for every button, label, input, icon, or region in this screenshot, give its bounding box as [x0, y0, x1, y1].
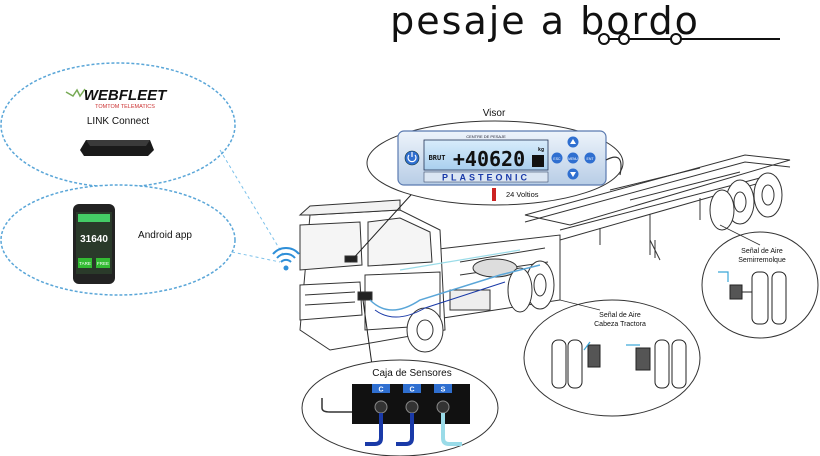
webfleet-bubble: WEBFLEET TOMTOM TELEMATICS LINK Connect	[1, 63, 235, 187]
android-app-label: Android app	[138, 230, 192, 241]
wifi-icon	[273, 248, 299, 271]
port-connector-icon	[437, 401, 449, 413]
ent-button[interactable]: ENT	[585, 153, 596, 164]
phone-weight-value: 31640	[80, 234, 108, 245]
link-connect-device-icon	[80, 140, 154, 156]
lcd-unit: kg	[538, 147, 544, 153]
port-label-2: C	[409, 387, 414, 394]
esc-button[interactable]: ESC	[552, 153, 563, 164]
logo-wheel-icon	[671, 34, 681, 44]
ent-label: ENT	[587, 157, 595, 161]
menu-label: MENU	[568, 157, 578, 161]
phone-btn-left: TARE	[79, 261, 91, 266]
port-connector-icon	[406, 401, 418, 413]
lcd-header: CENTRE DE PESAJE	[466, 134, 506, 139]
visor-device: CENTRE DE PESAJE BRUT +40620 kg PLASTEON…	[398, 131, 606, 185]
up-arrow-button[interactable]	[568, 137, 579, 148]
logo-text: pesaje a bordo	[390, 0, 700, 43]
menu-button[interactable]: MENU	[568, 153, 579, 164]
logo-wheel-icon	[599, 34, 609, 44]
power-label: 24 Voltios	[506, 190, 539, 199]
down-arrow-button[interactable]	[568, 169, 579, 180]
sensor-box-title: Caja de Sensores	[372, 368, 452, 379]
lcd-reading: +40620	[453, 147, 525, 171]
tractor-air-signal-bubble: Señal de Aire Cabeza Tractora	[524, 300, 700, 416]
visor-bubble: Visor CENTRE DE PESAJE BRUT +40620 kg PL…	[367, 108, 623, 205]
webfleet-brand: WEBFLEET	[84, 87, 168, 104]
power-indicator	[492, 188, 496, 201]
tractor-title-line2: Cabeza Tractora	[594, 321, 646, 328]
visor-label: Visor	[483, 108, 506, 119]
tractor-title-line1: Señal de Aire	[599, 312, 641, 319]
visor-brand: PLASTEONIC	[442, 173, 530, 183]
sensor-box-bubble: Caja de Sensores C C S	[302, 360, 498, 456]
port-label-1: C	[378, 387, 383, 394]
phone-btn-right: FREE	[97, 261, 109, 266]
lcd-brut-label: BRUT	[429, 154, 446, 162]
port-label-3: S	[441, 387, 446, 394]
fifth-wheel	[473, 259, 517, 277]
header-logo: pesaje a bordo	[390, 0, 780, 44]
semi-title-line1: Señal de Aire	[741, 248, 783, 255]
webfleet-sub-brand: TOMTOM TELEMATICS	[95, 104, 155, 110]
power-button-icon[interactable]	[405, 151, 419, 165]
port-connector-icon	[375, 401, 387, 413]
semi-title-line2: Semirremolque	[738, 257, 786, 264]
logo-wheel-icon	[619, 34, 629, 44]
link-connect-label: LINK Connect	[87, 116, 149, 127]
smartphone-icon: 31640 TARE FREE	[73, 204, 115, 284]
semi-air-signal-bubble: Señal de Aire Semirremolque	[702, 225, 818, 338]
android-bubble: 31640 TARE FREE Android app	[1, 185, 235, 295]
esc-label: ESC	[553, 157, 561, 161]
trailer-wheels	[710, 173, 782, 230]
